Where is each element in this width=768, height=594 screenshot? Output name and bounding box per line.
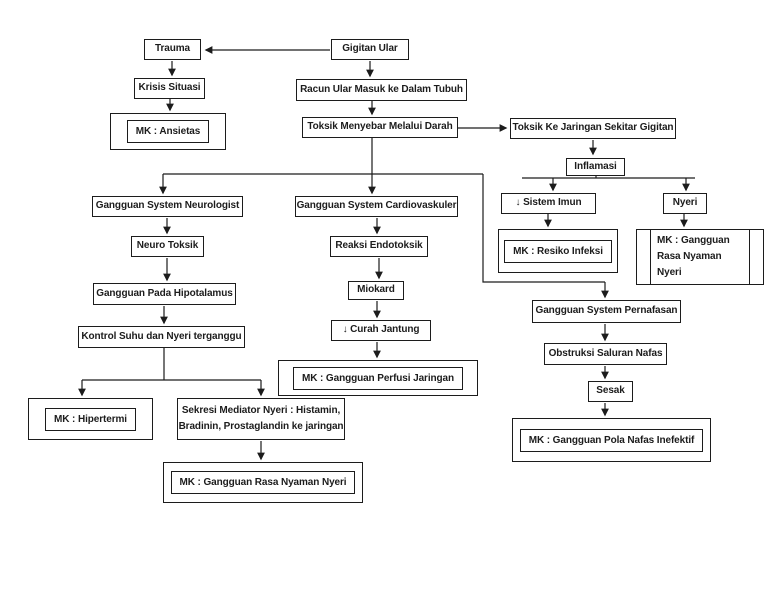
node-mk-hipertermi-label: MK : Hipertermi <box>45 407 136 431</box>
node-nyeri: Nyeri <box>663 193 707 214</box>
node-miokard: Miokard <box>348 281 404 300</box>
node-mk-resiko-infeksi: MK : Resiko Infeksi <box>498 229 618 273</box>
node-sekresi-mediator: Sekresi Mediator Nyeri : Histamin, Bradi… <box>177 398 345 440</box>
node-mk-perfusi-label: MK : Gangguan Perfusi Jaringan <box>292 366 464 390</box>
node-mk-perfusi: MK : Gangguan Perfusi Jaringan <box>278 360 478 396</box>
node-mk-resiko-infeksi-label: MK : Resiko Infeksi <box>504 239 612 263</box>
node-trauma: Trauma <box>144 39 201 60</box>
node-toksik-darah: Toksik Menyebar Melalui Darah <box>302 117 458 138</box>
node-reaksi-endotoksik: Reaksi Endotoksik <box>330 236 428 257</box>
node-inflamasi: Inflamasi <box>566 158 625 176</box>
node-krisis-situasi: Krisis Situasi <box>134 78 205 99</box>
node-kontrol-suhu: Kontrol Suhu dan Nyeri terganggu <box>78 326 245 348</box>
node-mk-ansietas: MK : Ansietas <box>110 113 226 150</box>
node-mk-rasa-nyaman-kanan-label: MK : Gangguan Rasa Nyaman Nyeri <box>650 229 750 285</box>
node-curah-jantung: ↓ Curah Jantung <box>331 320 431 341</box>
node-gangguan-pernafasan: Gangguan System Pernafasan <box>532 300 681 323</box>
node-mk-pola-nafas-label: MK : Gangguan Pola Nafas Inefektif <box>519 428 704 452</box>
node-mk-hipertermi: MK : Hipertermi <box>28 398 153 440</box>
node-neuro-toksik: Neuro Toksik <box>131 236 204 257</box>
node-toksik-jaringan: Toksik Ke Jaringan Sekitar Gigitan <box>510 118 676 139</box>
node-sesak: Sesak <box>588 381 633 402</box>
node-sistem-imun: ↓ Sistem Imun <box>501 193 596 214</box>
node-gigitan-ular: Gigitan Ular <box>331 39 409 60</box>
node-mk-rasa-nyaman-kanan: MK : Gangguan Rasa Nyaman Nyeri <box>636 229 764 285</box>
node-obstruksi-nafas: Obstruksi Saluran Nafas <box>544 343 667 365</box>
node-gangguan-cardio: Gangguan System Cardiovaskuler <box>295 196 458 217</box>
node-racun-ular: Racun Ular Masuk ke Dalam Tubuh <box>296 79 467 101</box>
node-mk-ansietas-label: MK : Ansietas <box>126 120 210 143</box>
node-mk-rasa-nyaman-bawah: MK : Gangguan Rasa Nyaman Nyeri <box>163 462 363 503</box>
node-mk-rasa-nyaman-bawah-label: MK : Gangguan Rasa Nyaman Nyeri <box>170 471 356 494</box>
node-gangguan-neurologist: Gangguan System Neurologist <box>92 196 243 217</box>
node-mk-pola-nafas: MK : Gangguan Pola Nafas Inefektif <box>512 418 711 462</box>
node-gangguan-hipotalamus: Gangguan Pada Hipotalamus <box>93 283 236 305</box>
